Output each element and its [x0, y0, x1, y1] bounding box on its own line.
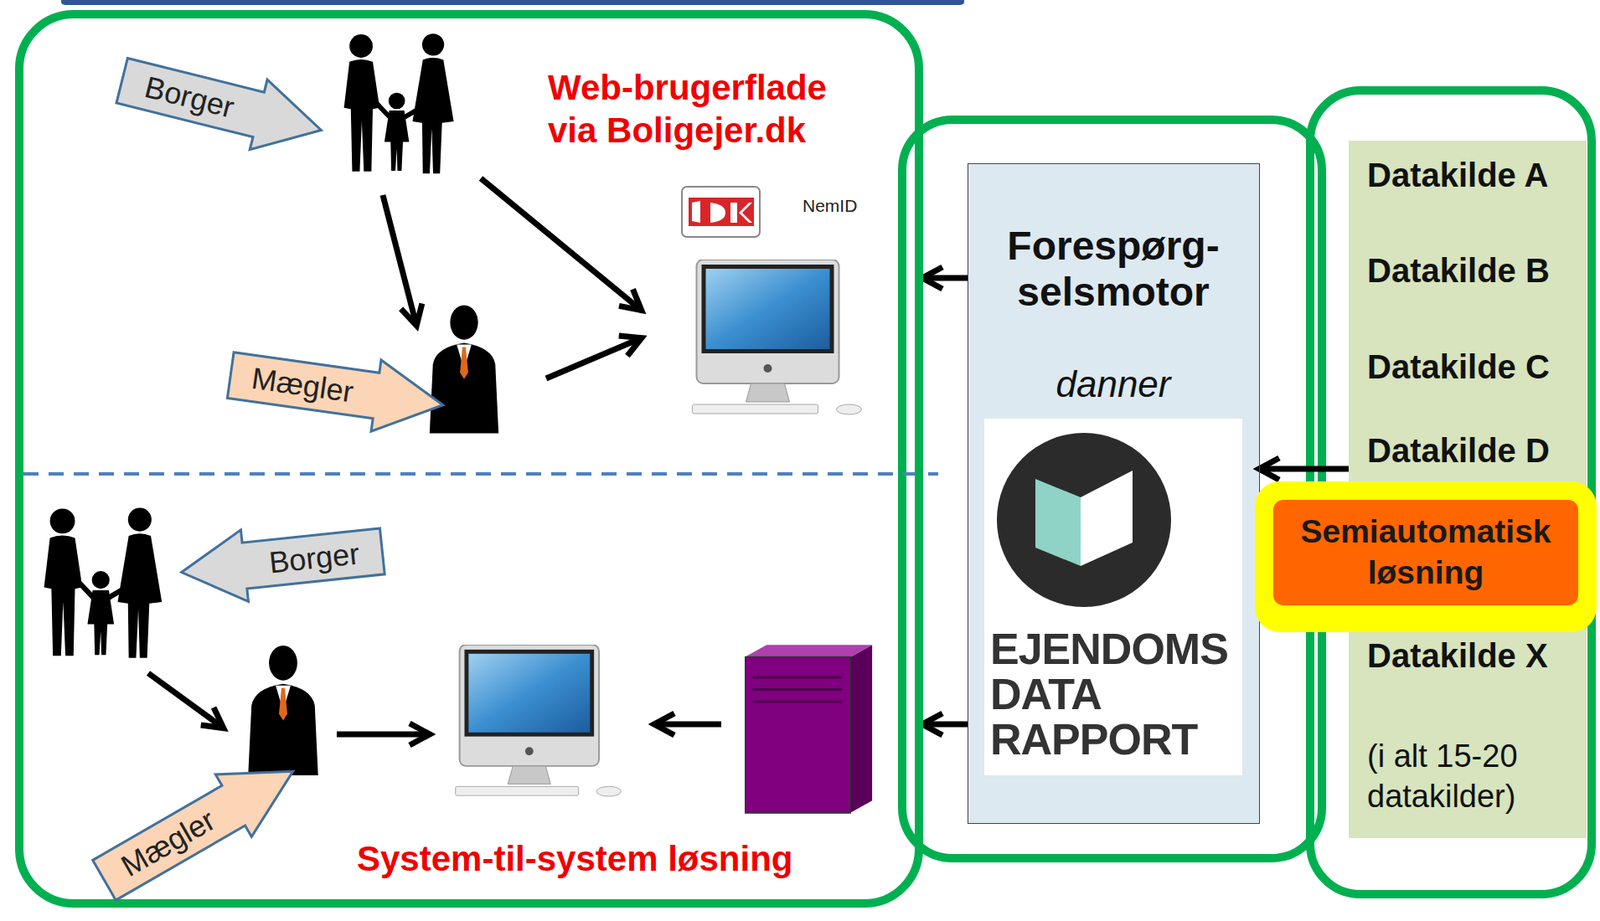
- actor-arrow: Borger: [111, 42, 334, 169]
- engine-box: Forespørg- selsmotor dannerEJENDOMS DATA …: [967, 163, 1260, 825]
- node-text: EJENDOMS DATA RAPPORT: [990, 626, 1242, 763]
- node-text: Datakilde C: [1367, 346, 1550, 388]
- node-text: System-til-system løsning: [356, 837, 893, 881]
- node-text: Datakilde A: [1367, 154, 1549, 196]
- node-text: Borger: [240, 512, 388, 604]
- region-box: Web-brugerflade via Boligejer.dkSystem-t…: [15, 10, 924, 909]
- connector-arrow: [923, 275, 968, 282]
- callout-box: Semiautomatisk løsning: [1254, 481, 1597, 633]
- node-text: Datakilde X: [1367, 635, 1549, 677]
- node-text: danner: [968, 363, 1259, 406]
- node-text: Web-brugerflade via Boligejer.dk: [547, 66, 883, 152]
- actor-arrow: Mægler: [223, 336, 451, 444]
- node-text: Semiautomatisk løsning: [1273, 500, 1579, 606]
- actor-arrow: Mægler: [83, 737, 315, 915]
- node-text: Borger: [111, 42, 269, 152]
- node-text: Forespørg- selsmotor: [968, 222, 1259, 315]
- node-text: (i alt 15-20 datakilder): [1367, 737, 1573, 817]
- node-text: Datakilde D: [1367, 430, 1550, 471]
- connector-arrow: [923, 722, 968, 728]
- actor-arrow: Borger: [175, 512, 388, 611]
- node-text: Mægler: [223, 336, 382, 434]
- node-text: Datakilde B: [1367, 250, 1550, 291]
- connector-arrow: [1259, 466, 1349, 473]
- logo-label: NemID: [802, 196, 857, 217]
